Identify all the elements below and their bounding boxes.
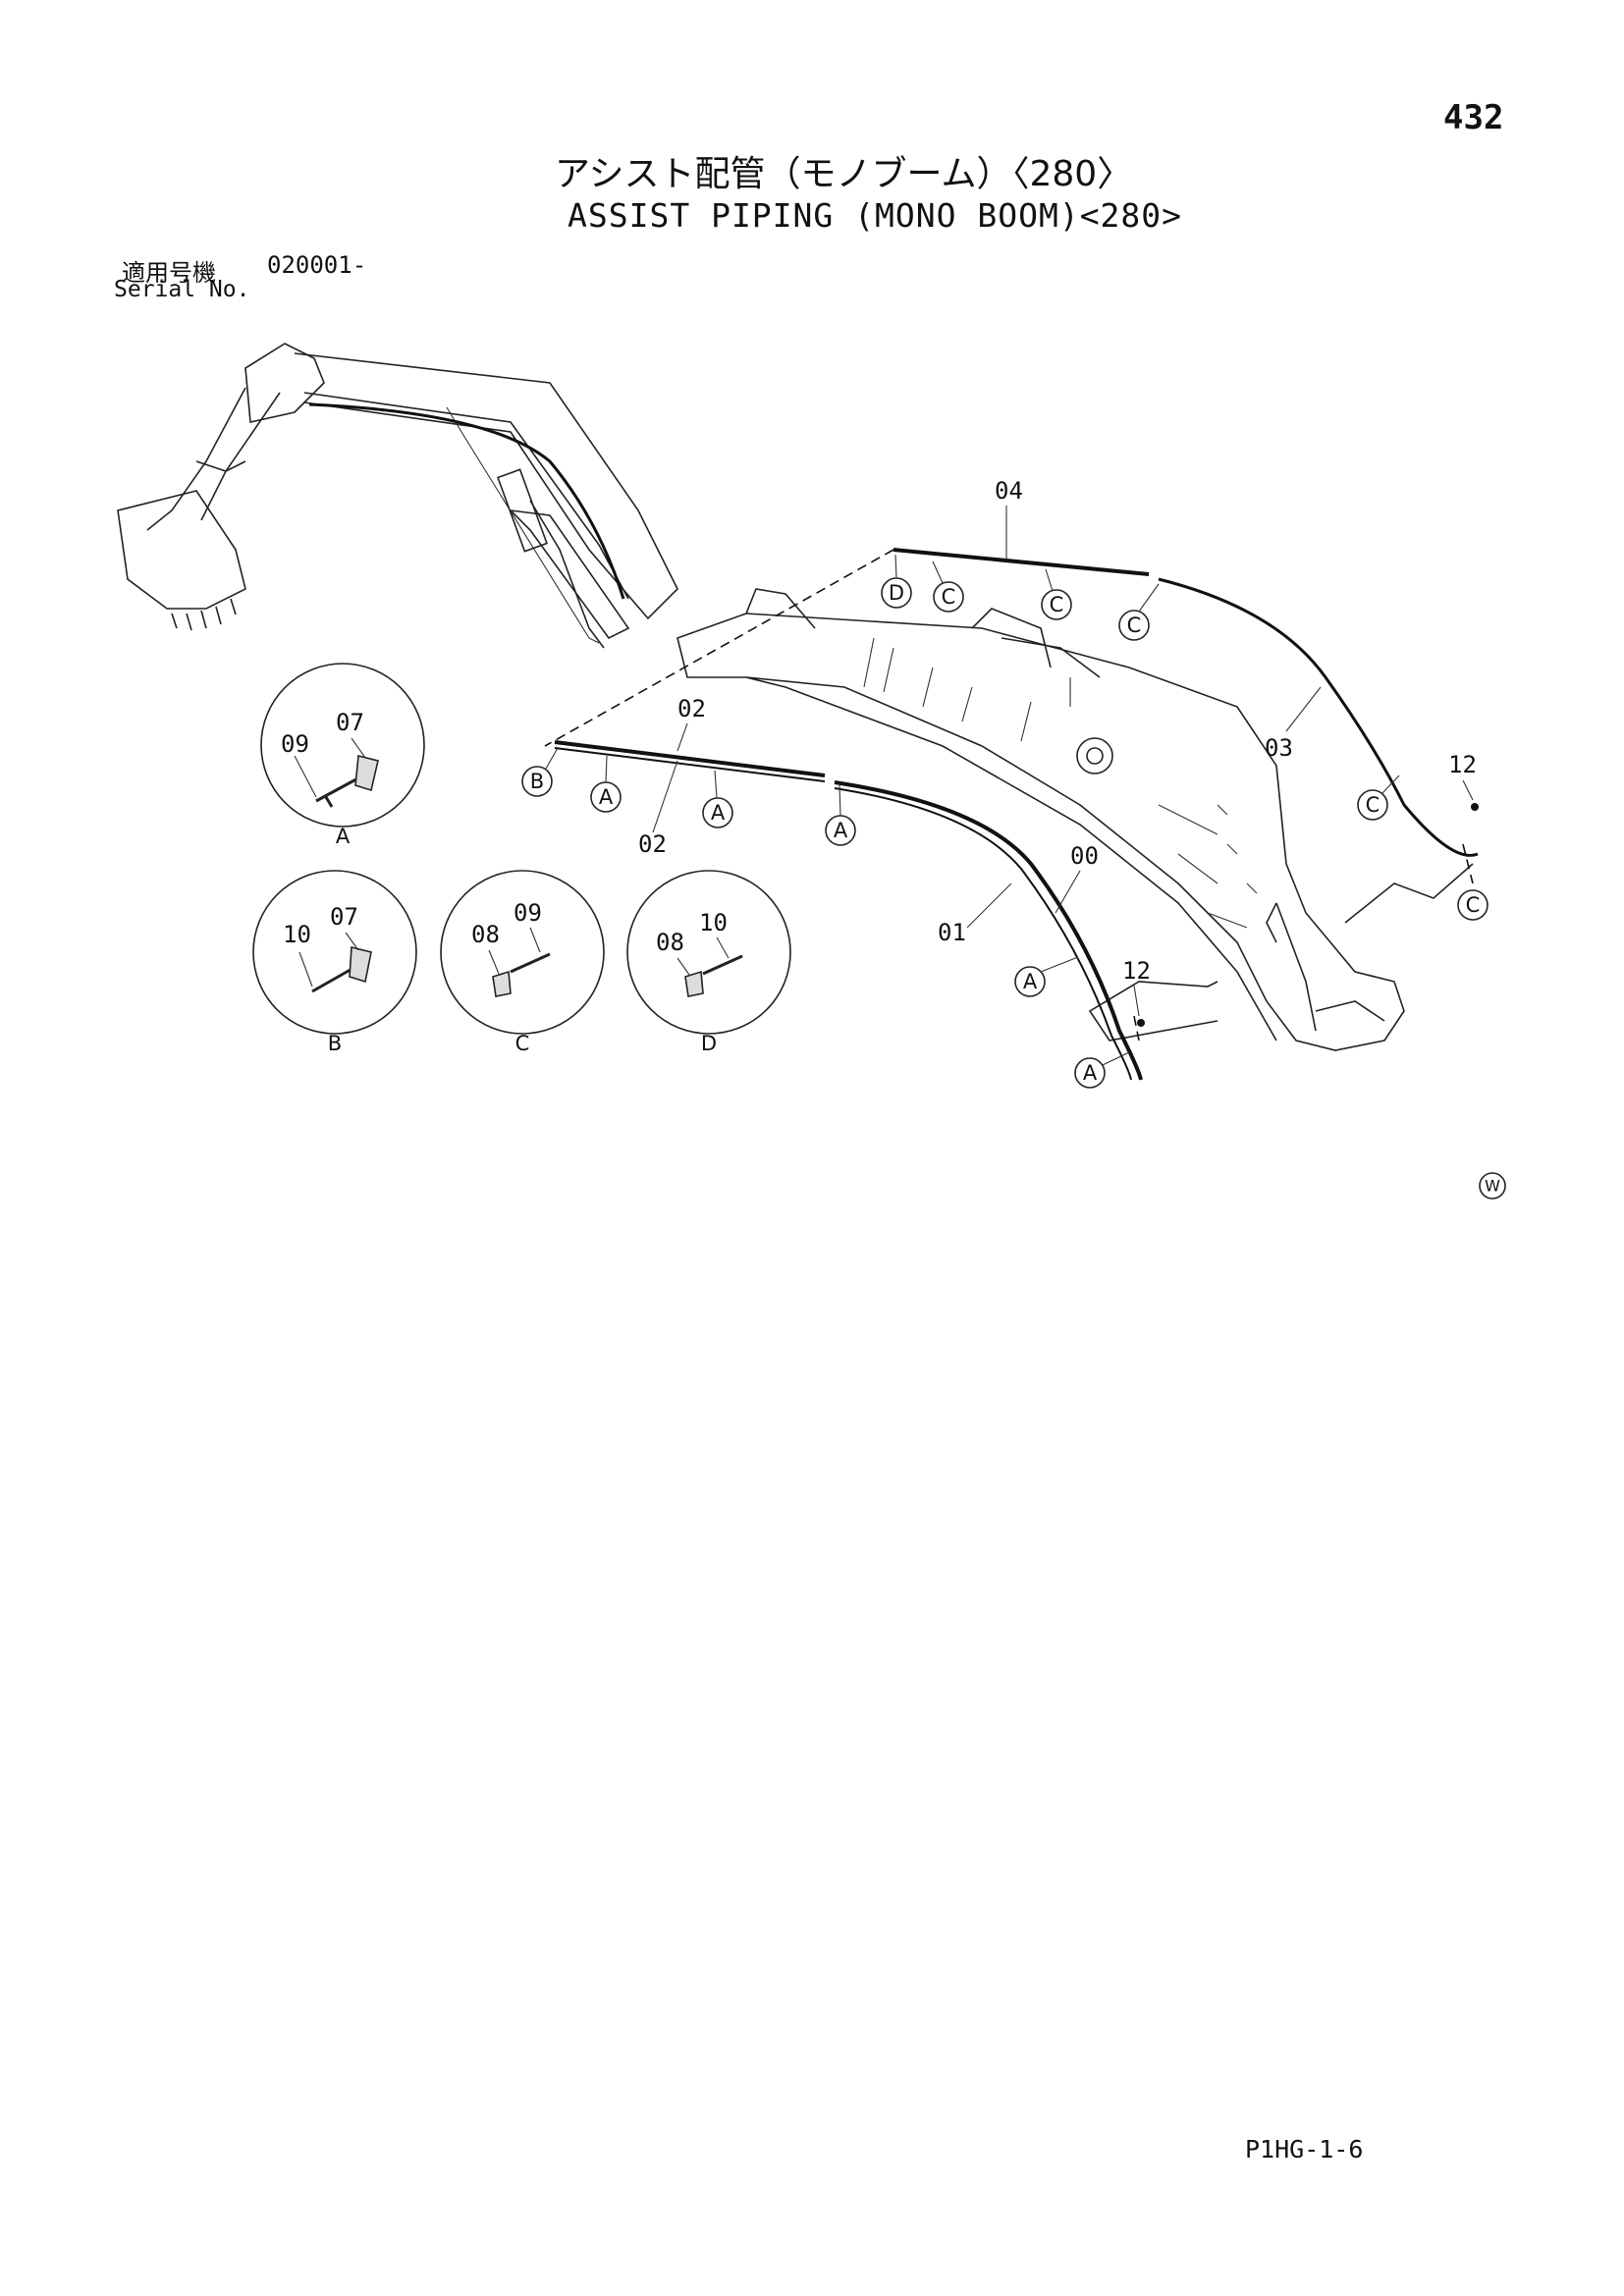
svg-text:07: 07 bbox=[336, 709, 364, 736]
detail-b: 10 07 B bbox=[252, 870, 417, 1055]
excavator-overview-illustration bbox=[117, 343, 678, 649]
title-english: ASSIST PIPING (MONO BOOM)<280> bbox=[568, 196, 1183, 235]
pipe-01 bbox=[834, 780, 1143, 1081]
callout-c-top-3: C bbox=[1118, 583, 1160, 641]
page-number: 432 bbox=[1443, 98, 1504, 137]
part-label-12-right: 12 bbox=[1448, 751, 1477, 778]
detail-d-label: D bbox=[701, 1032, 717, 1055]
svg-text:C: C bbox=[1366, 793, 1380, 817]
detail-a-label: A bbox=[336, 825, 351, 848]
detail-b-label: B bbox=[328, 1032, 342, 1055]
serial-label-japanese: 適用号機 bbox=[122, 259, 216, 287]
svg-text:C: C bbox=[1050, 593, 1064, 616]
callout-a-lower-1: A bbox=[1014, 956, 1079, 997]
serial-label-english: Serial No. bbox=[114, 277, 250, 302]
pipe-03 bbox=[1158, 577, 1479, 857]
callout-c-top-1: C bbox=[932, 561, 964, 613]
callout-c-right-1: C bbox=[1357, 774, 1400, 821]
part-label-02-bottom: 02 bbox=[638, 830, 667, 858]
assist-pipes bbox=[544, 548, 1479, 1081]
pipe-02-upper bbox=[554, 740, 826, 777]
svg-text:C: C bbox=[1466, 893, 1481, 917]
part-label-02-top: 02 bbox=[677, 695, 706, 722]
svg-text:A: A bbox=[711, 801, 726, 825]
svg-text:A: A bbox=[834, 819, 848, 842]
callout-c-right-2: C bbox=[1457, 889, 1489, 921]
svg-text:A: A bbox=[1023, 970, 1038, 993]
callout-a-left-1: A bbox=[590, 755, 622, 813]
detail-c-label: C bbox=[515, 1032, 530, 1055]
svg-text:A: A bbox=[1083, 1061, 1098, 1085]
svg-text:C: C bbox=[942, 585, 956, 609]
title-japanese: アシスト配管（モノブーム）〈280〉 bbox=[555, 154, 1133, 194]
svg-text:C: C bbox=[1127, 614, 1142, 637]
svg-text:07: 07 bbox=[330, 903, 358, 931]
callout-a-lower-2: A bbox=[1074, 1051, 1130, 1089]
w-mark-symbol: W bbox=[1479, 1172, 1506, 1200]
detail-d: 08 10 D bbox=[626, 870, 791, 1055]
svg-text:A: A bbox=[599, 785, 614, 809]
svg-text:D: D bbox=[889, 581, 904, 605]
detail-a: 09 07 A bbox=[260, 663, 425, 848]
callout-b-left: B bbox=[521, 747, 559, 797]
detail-c: 08 09 C bbox=[440, 870, 605, 1055]
svg-text:10: 10 bbox=[699, 909, 728, 936]
svg-text:08: 08 bbox=[656, 929, 684, 956]
svg-text:09: 09 bbox=[514, 899, 542, 927]
part-label-00: 00 bbox=[1070, 842, 1099, 870]
boom-illustration bbox=[677, 588, 1474, 1051]
pipe-04 bbox=[893, 548, 1150, 576]
svg-text:B: B bbox=[530, 770, 544, 793]
svg-text:09: 09 bbox=[281, 730, 309, 758]
svg-text:W: W bbox=[1485, 1177, 1500, 1196]
serial-value: 020001- bbox=[267, 251, 367, 279]
part-label-03: 03 bbox=[1265, 734, 1293, 762]
callout-c-top-2: C bbox=[1041, 568, 1072, 620]
part-label-04: 04 bbox=[995, 477, 1023, 505]
svg-text:10: 10 bbox=[283, 921, 311, 948]
part-label-01: 01 bbox=[938, 919, 966, 946]
svg-text:08: 08 bbox=[471, 921, 500, 948]
callout-d-top: D bbox=[881, 554, 912, 609]
callout-a-left-3: A bbox=[825, 784, 856, 846]
part-label-12-lower: 12 bbox=[1122, 957, 1151, 985]
callout-a-left-2: A bbox=[702, 770, 733, 828]
footer-code: P1HG-1-6 bbox=[1245, 2135, 1364, 2163]
